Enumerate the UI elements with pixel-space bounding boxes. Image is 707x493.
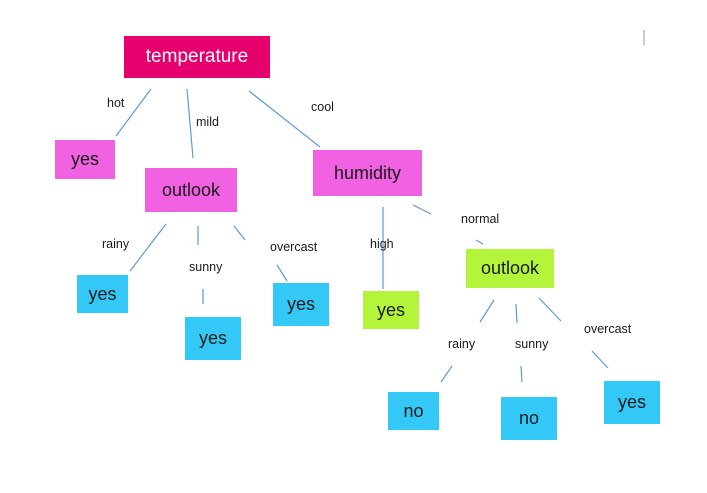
edge-label-hot: hot [107,96,125,110]
edge-cool [248,90,321,148]
edge-mild-rainy [129,223,167,272]
edge-label-mild-sunny: sunny [189,260,223,274]
edge-label-mild-overcast: overcast [270,240,318,254]
leaf-high-yes[interactable]: yes [363,291,419,329]
edge-mild-overcast-top [233,225,246,241]
edge-normal-sunny-top [515,303,518,324]
edge-label-normal: normal [461,212,500,226]
edge-label-high: high [370,237,394,251]
edge-normal-bottom [475,239,484,245]
edge-hot [115,88,152,137]
node-outlook-mild[interactable]: outlook [145,168,237,212]
leaf-normal-rainy-no[interactable]: no [388,392,439,430]
edge-normal-rainy-bottom [440,365,453,383]
edge-normal-rainy-top [479,299,495,323]
edge-label-normal-overcast: overcast [584,322,632,336]
leaf-mild-overcast-yes[interactable]: yes [273,283,329,326]
node-outlook-normal[interactable]: outlook [466,249,554,288]
edge-label-cool: cool [311,100,334,114]
node-temperature[interactable]: temperature [124,36,270,78]
leaf-normal-overcast-yes[interactable]: yes [604,381,660,424]
edge-label-mild-rainy: rainy [102,237,130,251]
edge-mild [186,88,194,159]
edge-label-mild: mild [196,115,219,129]
edge-normal-overcast-top [538,297,562,322]
leaf-normal-sunny-no[interactable]: no [501,397,557,440]
edge-label-normal-rainy: rainy [448,337,476,351]
edge-normal-top [412,204,432,215]
leaf-mild-sunny-yes[interactable]: yes [185,317,241,360]
leaf-hot-yes[interactable]: yes [55,140,115,179]
node-humidity[interactable]: humidity [313,150,422,196]
edge-label-normal-sunny: sunny [515,337,549,351]
leaf-mild-rainy-yes[interactable]: yes [77,275,128,313]
edge-normal-overcast-bottom [591,350,609,369]
edge-normal-sunny-bottom [520,365,523,383]
edge-mild-overcast-bottom [276,264,288,282]
